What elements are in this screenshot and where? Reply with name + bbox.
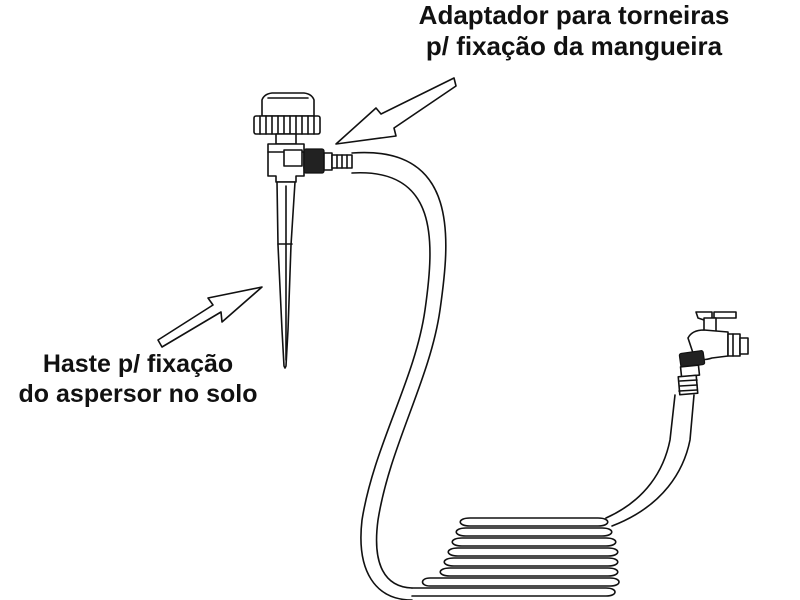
stake-label-line-1: Haste p/ fixação: [42, 350, 234, 378]
garden-hose: [351, 151, 695, 600]
adapter-label-line-1: Adaptador para torneiras: [418, 0, 730, 30]
faucet-adapter: [303, 148, 353, 174]
ground-stake: [276, 181, 296, 369]
adapter-label-line-2: p/ fixação da mangueira: [425, 30, 723, 61]
stake-label-line-2: do aspersor no solo: [18, 379, 258, 408]
adapter-callout-label: Adaptador para torneiras p/ fixação da m…: [394, 0, 754, 61]
stake-callout-label: Haste p/ fixação do aspersor no solo: [0, 350, 276, 409]
hose-coil: [411, 517, 620, 597]
arrow-to-adapter: [335, 77, 457, 145]
sprinkler-head: [253, 92, 321, 183]
water-faucet: [677, 311, 749, 396]
arrow-to-stake: [157, 286, 263, 348]
